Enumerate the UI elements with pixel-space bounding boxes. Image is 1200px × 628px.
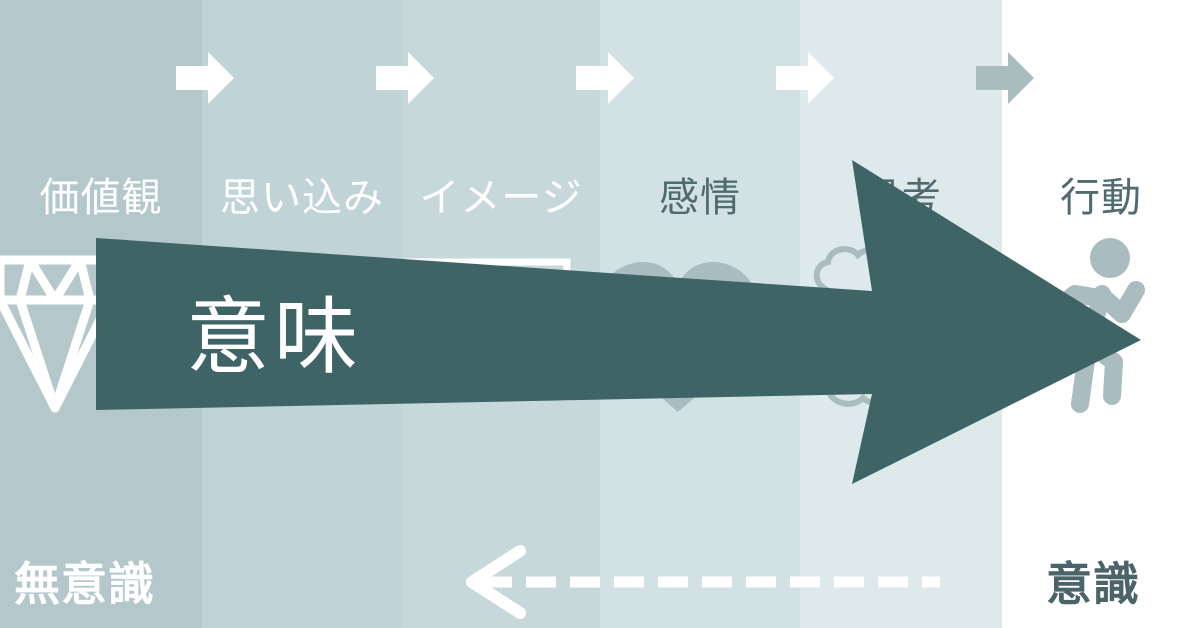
step-arrow-icon: [576, 52, 634, 104]
conscious-label: 意識: [1046, 557, 1140, 611]
column-label-image: イメージ: [419, 175, 583, 221]
column-label-assumptions: 思い込み: [220, 175, 384, 221]
step-arrow-icon: [376, 52, 434, 104]
step-arrow-icon: [976, 52, 1034, 104]
column-label-emotion: 感情: [659, 175, 741, 221]
unconscious-label: 無意識: [14, 557, 155, 611]
column-label-values: 価値観: [39, 175, 163, 221]
diamond-icon: [0, 255, 110, 413]
step-arrow-icon: [176, 52, 234, 104]
meaning-arrow-label: 意味: [186, 288, 363, 386]
dashed-back-arrow-icon: [466, 545, 940, 619]
step-arrow-icon: [776, 52, 834, 104]
column-label-action: 行動: [1060, 175, 1142, 221]
